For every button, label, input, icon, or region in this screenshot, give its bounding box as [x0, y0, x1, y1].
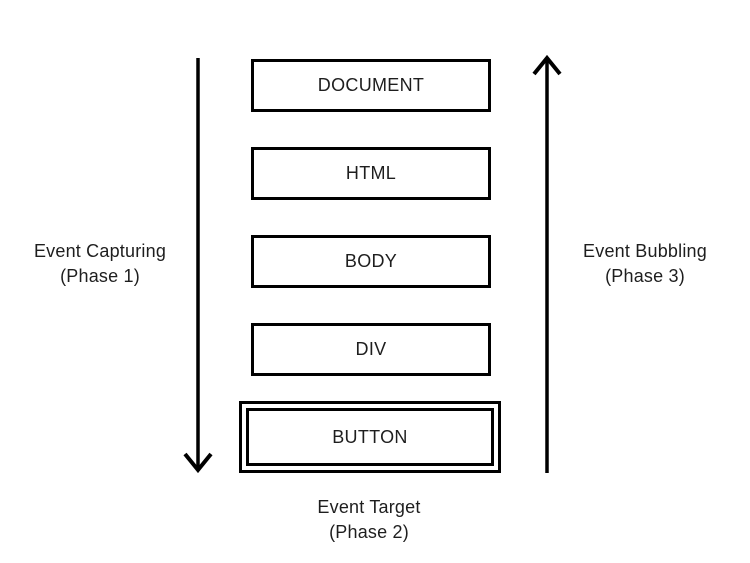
node-document: DOCUMENT [251, 59, 491, 112]
event-target-label: Event Target (Phase 2) [284, 495, 454, 545]
node-button-outer-border: BUTTON [239, 401, 501, 473]
node-button-label: BUTTON [332, 426, 408, 447]
node-html: HTML [251, 147, 491, 200]
node-div-label: DIV [355, 339, 387, 359]
event-capturing-label: Event Capturing (Phase 1) [15, 239, 185, 289]
node-div: DIV [251, 323, 491, 376]
capturing-down-arrow-icon [183, 58, 213, 474]
node-button: BUTTON [246, 408, 494, 466]
node-html-label: HTML [345, 163, 397, 183]
event-target-label-line2: (Phase 2) [329, 522, 409, 542]
event-bubbling-label-line1: Event Bubbling [583, 241, 707, 261]
event-target-label-line1: Event Target [317, 497, 421, 517]
event-capturing-label-line1: Event Capturing [33, 241, 167, 261]
node-body: BODY [251, 235, 491, 288]
node-document-label: DOCUMENT [317, 75, 425, 95]
bubbling-up-arrow-icon [532, 54, 562, 473]
event-bubbling-label: Event Bubbling (Phase 3) [560, 239, 730, 289]
event-capturing-label-line2: (Phase 1) [60, 266, 140, 286]
event-bubbling-label-line2: (Phase 3) [605, 266, 685, 286]
node-body-label: BODY [344, 251, 398, 271]
